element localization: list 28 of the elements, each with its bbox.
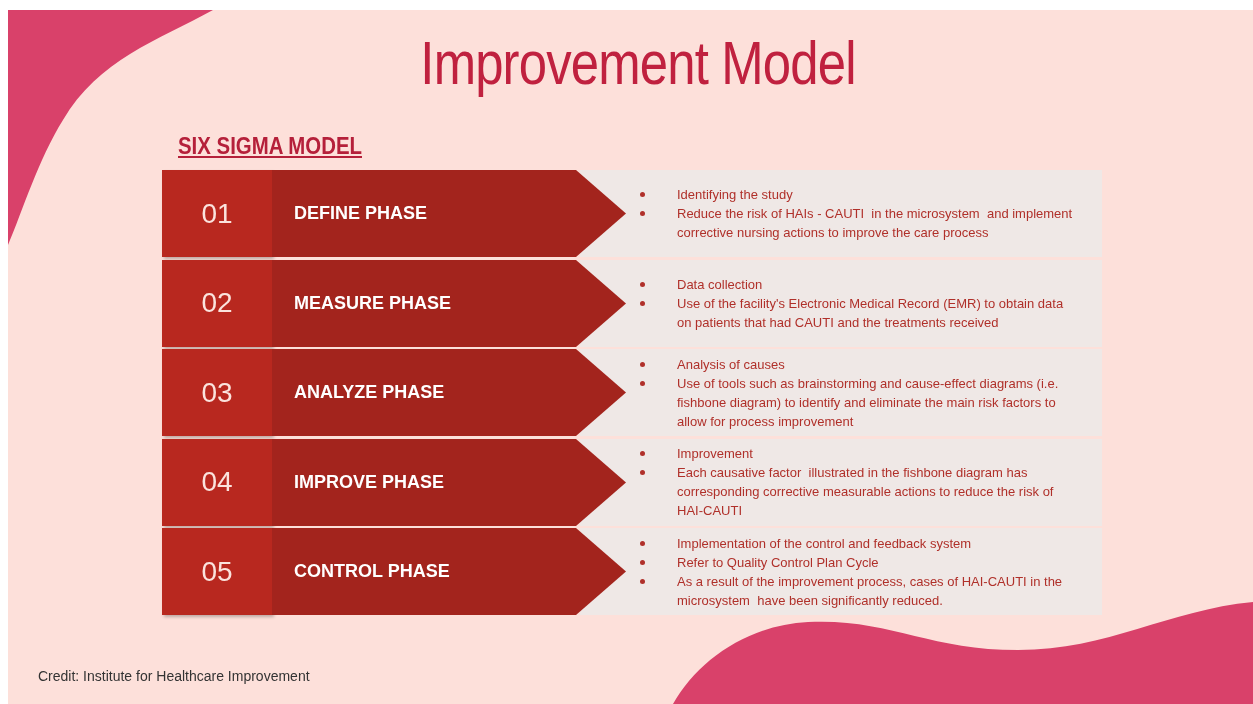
details-panel (580, 259, 1102, 347)
number-box: 02 (162, 259, 272, 347)
number-box: 05 (162, 528, 272, 615)
details-panel (580, 349, 1102, 436)
phase-label: MEASURE PHASE (294, 292, 452, 314)
bullet-item: Use of the facility's Electronic Medical Record (EMR) to obtain data on patients that had CAUTI and the treatments received (640, 293, 1076, 332)
details-panel (580, 438, 1102, 526)
phase-label: IMPROVE PHASE (294, 471, 445, 493)
subtitle: SIX SIGMA MODEL (178, 132, 362, 160)
bullet-item: Reduce the risk of HAIs - CAUTI in the microsystem and implement corrective nursing actions to improve the care process (640, 204, 1076, 242)
bullet-item: Analysis of causes (640, 354, 1076, 374)
bullet-item: Each causative factor illustrated in the fishbone diagram has corresponding corrective measurable actions to reduce the risk of HAI-CAUTI (640, 463, 1076, 520)
bullet-item: As a result of the improvement process, cases of HAI-CAUTI in the microsystem have been significantly reduced. (640, 571, 1076, 610)
bullet-item: Data collection (640, 274, 1076, 294)
phase-label: DEFINE PHASE (294, 203, 428, 224)
phase-label: ANALYZE PHASE (294, 382, 445, 403)
bullet-item: Use of tools such as brainstorming and cause-effect diagrams (i.e. fishbone diagram) to identify and eliminate the main risk factors to allow for process improvement (640, 373, 1076, 431)
details-panel (580, 170, 1102, 257)
bullet-item: Refer to Quality Control Plan Cycle (640, 552, 1076, 572)
bullet-item: Identifying the study (640, 185, 1076, 204)
number-box: 01 (162, 170, 272, 257)
credit-note: Credit: Institute for Healthcare Improvement (38, 668, 310, 684)
number-box: 03 (162, 349, 272, 436)
details-panel (580, 528, 1102, 615)
bullet-item: Improvement (640, 444, 1076, 463)
phase-label: CONTROL PHASE (294, 561, 450, 582)
bullet-item: Implementation of the control and feedback system (640, 533, 1076, 553)
number-box: 04 (162, 438, 272, 526)
